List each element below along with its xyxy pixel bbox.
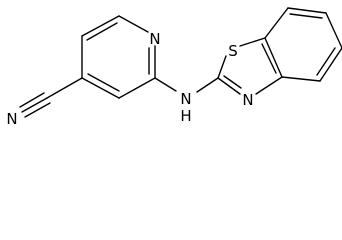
- thiazole-nitrogen-label: N: [242, 91, 253, 109]
- bond-c7-c6-inner: [289, 13, 323, 19]
- nitrile-group: [19, 77, 83, 118]
- nitrile-nitrogen-label: N: [6, 110, 17, 128]
- amine-hydrogen-label: H: [180, 107, 191, 125]
- bond-c2-n3-inner: [223, 75, 242, 89]
- bond-c4-c5-inner: [87, 73, 120, 92]
- pyridine-nitrogen-label: N: [149, 30, 160, 48]
- bond-nh-to-c2-thiazole: [196, 77, 219, 93]
- bond-c3a-c7a-inner: [261, 43, 277, 74]
- nitrile-triple-bond-1: [21, 97, 48, 113]
- bond-c2-c3: [81, 15, 120, 37]
- bond-n1-c2: [118, 15, 149, 33]
- bond-c6-c5: [325, 12, 342, 49]
- nitrile-triple-bond-3: [24, 102, 51, 118]
- bond-c2-n3: [217, 77, 241, 95]
- bond-c5-c6: [118, 77, 156, 99]
- bond-s-c7a: [239, 37, 266, 47]
- nitrile-triple-bond-2: [19, 92, 45, 108]
- bond-c7a-c7: [264, 7, 289, 39]
- amine-nitrogen-label: N: [180, 90, 191, 108]
- bond-c5-c4: [319, 47, 342, 82]
- bond-ring-to-nitrile-carbon: [46, 77, 83, 99]
- bond-c7-c6: [287, 7, 327, 14]
- bond-c2-c3-inner: [86, 22, 118, 41]
- bond-c2-s: [217, 55, 227, 79]
- bond-c3a-c7a: [264, 37, 283, 78]
- bond-c4-c3a: [281, 76, 321, 82]
- amine-linker: [154, 77, 219, 93]
- pyridine-ring: [81, 15, 156, 99]
- bond-n3-c3a: [255, 76, 283, 95]
- bond-c4-c5: [81, 77, 120, 99]
- bond-c5-c4-inner: [316, 47, 336, 76]
- molecule-structure-drawing: N N N H S N: [6, 7, 342, 128]
- bond-c6-to-nh: [154, 77, 177, 92]
- benzothiazole-ring: [217, 7, 342, 95]
- sulfur-label: S: [228, 42, 238, 60]
